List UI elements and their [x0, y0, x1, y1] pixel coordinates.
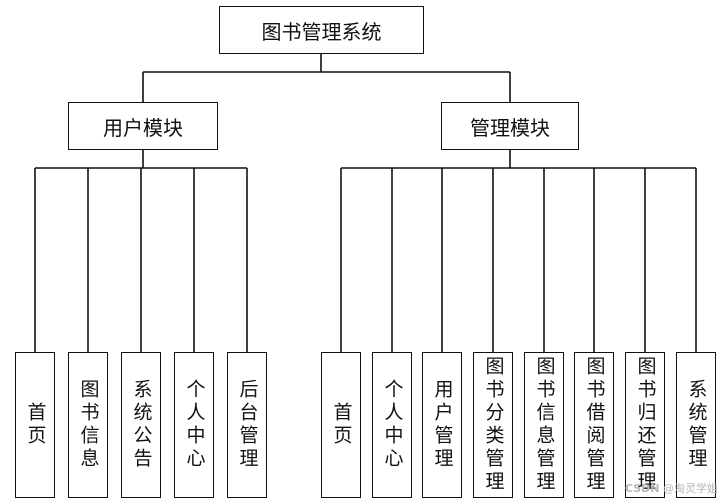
leaf-label: 系统公告	[130, 379, 153, 471]
root-node: 图书管理系统	[219, 6, 424, 54]
watermark-author: @淘灵学姐	[663, 482, 718, 495]
leaf-node: 用户管理	[422, 352, 462, 498]
leaf-label: 个人中心	[183, 379, 206, 471]
leaf-node: 图书分类管理	[473, 352, 513, 498]
root-label: 图书管理系统	[261, 19, 382, 44]
leaf-node: 首页	[15, 352, 55, 498]
module-node-user: 用户模块	[68, 102, 218, 150]
leaf-node: 图书信息	[68, 352, 108, 498]
leaf-node: 图书归还管理	[625, 352, 665, 498]
leaf-node: 后台管理	[227, 352, 267, 498]
leaf-label: 图书归还管理	[634, 356, 657, 494]
module-node-admin: 管理模块	[441, 102, 579, 150]
watermark-site: CSDN	[624, 482, 660, 495]
leaf-label: 图书信息管理	[533, 356, 556, 494]
leaf-node: 个人中心	[174, 352, 214, 498]
leaf-label: 首页	[330, 402, 353, 448]
module-label: 管理模块	[470, 115, 550, 140]
module-label: 用户模块	[103, 115, 183, 140]
leaf-label: 用户管理	[431, 379, 454, 471]
leaf-node: 图书信息管理	[524, 352, 564, 498]
leaf-node: 首页	[321, 352, 361, 498]
leaf-label: 后台管理	[236, 379, 259, 471]
watermark: CSDN @淘灵学姐	[625, 480, 718, 496]
leaf-node: 个人中心	[372, 352, 412, 498]
leaf-label: 首页	[24, 402, 47, 448]
leaf-label: 图书信息	[77, 379, 100, 471]
leaf-node: 系统管理	[676, 352, 716, 498]
leaf-label: 系统管理	[685, 379, 708, 471]
leaf-label: 图书借阅管理	[583, 356, 606, 494]
leaf-label: 个人中心	[381, 379, 404, 471]
leaf-node: 图书借阅管理	[574, 352, 614, 498]
leaf-label: 图书分类管理	[482, 356, 505, 494]
leaf-node: 系统公告	[121, 352, 161, 498]
